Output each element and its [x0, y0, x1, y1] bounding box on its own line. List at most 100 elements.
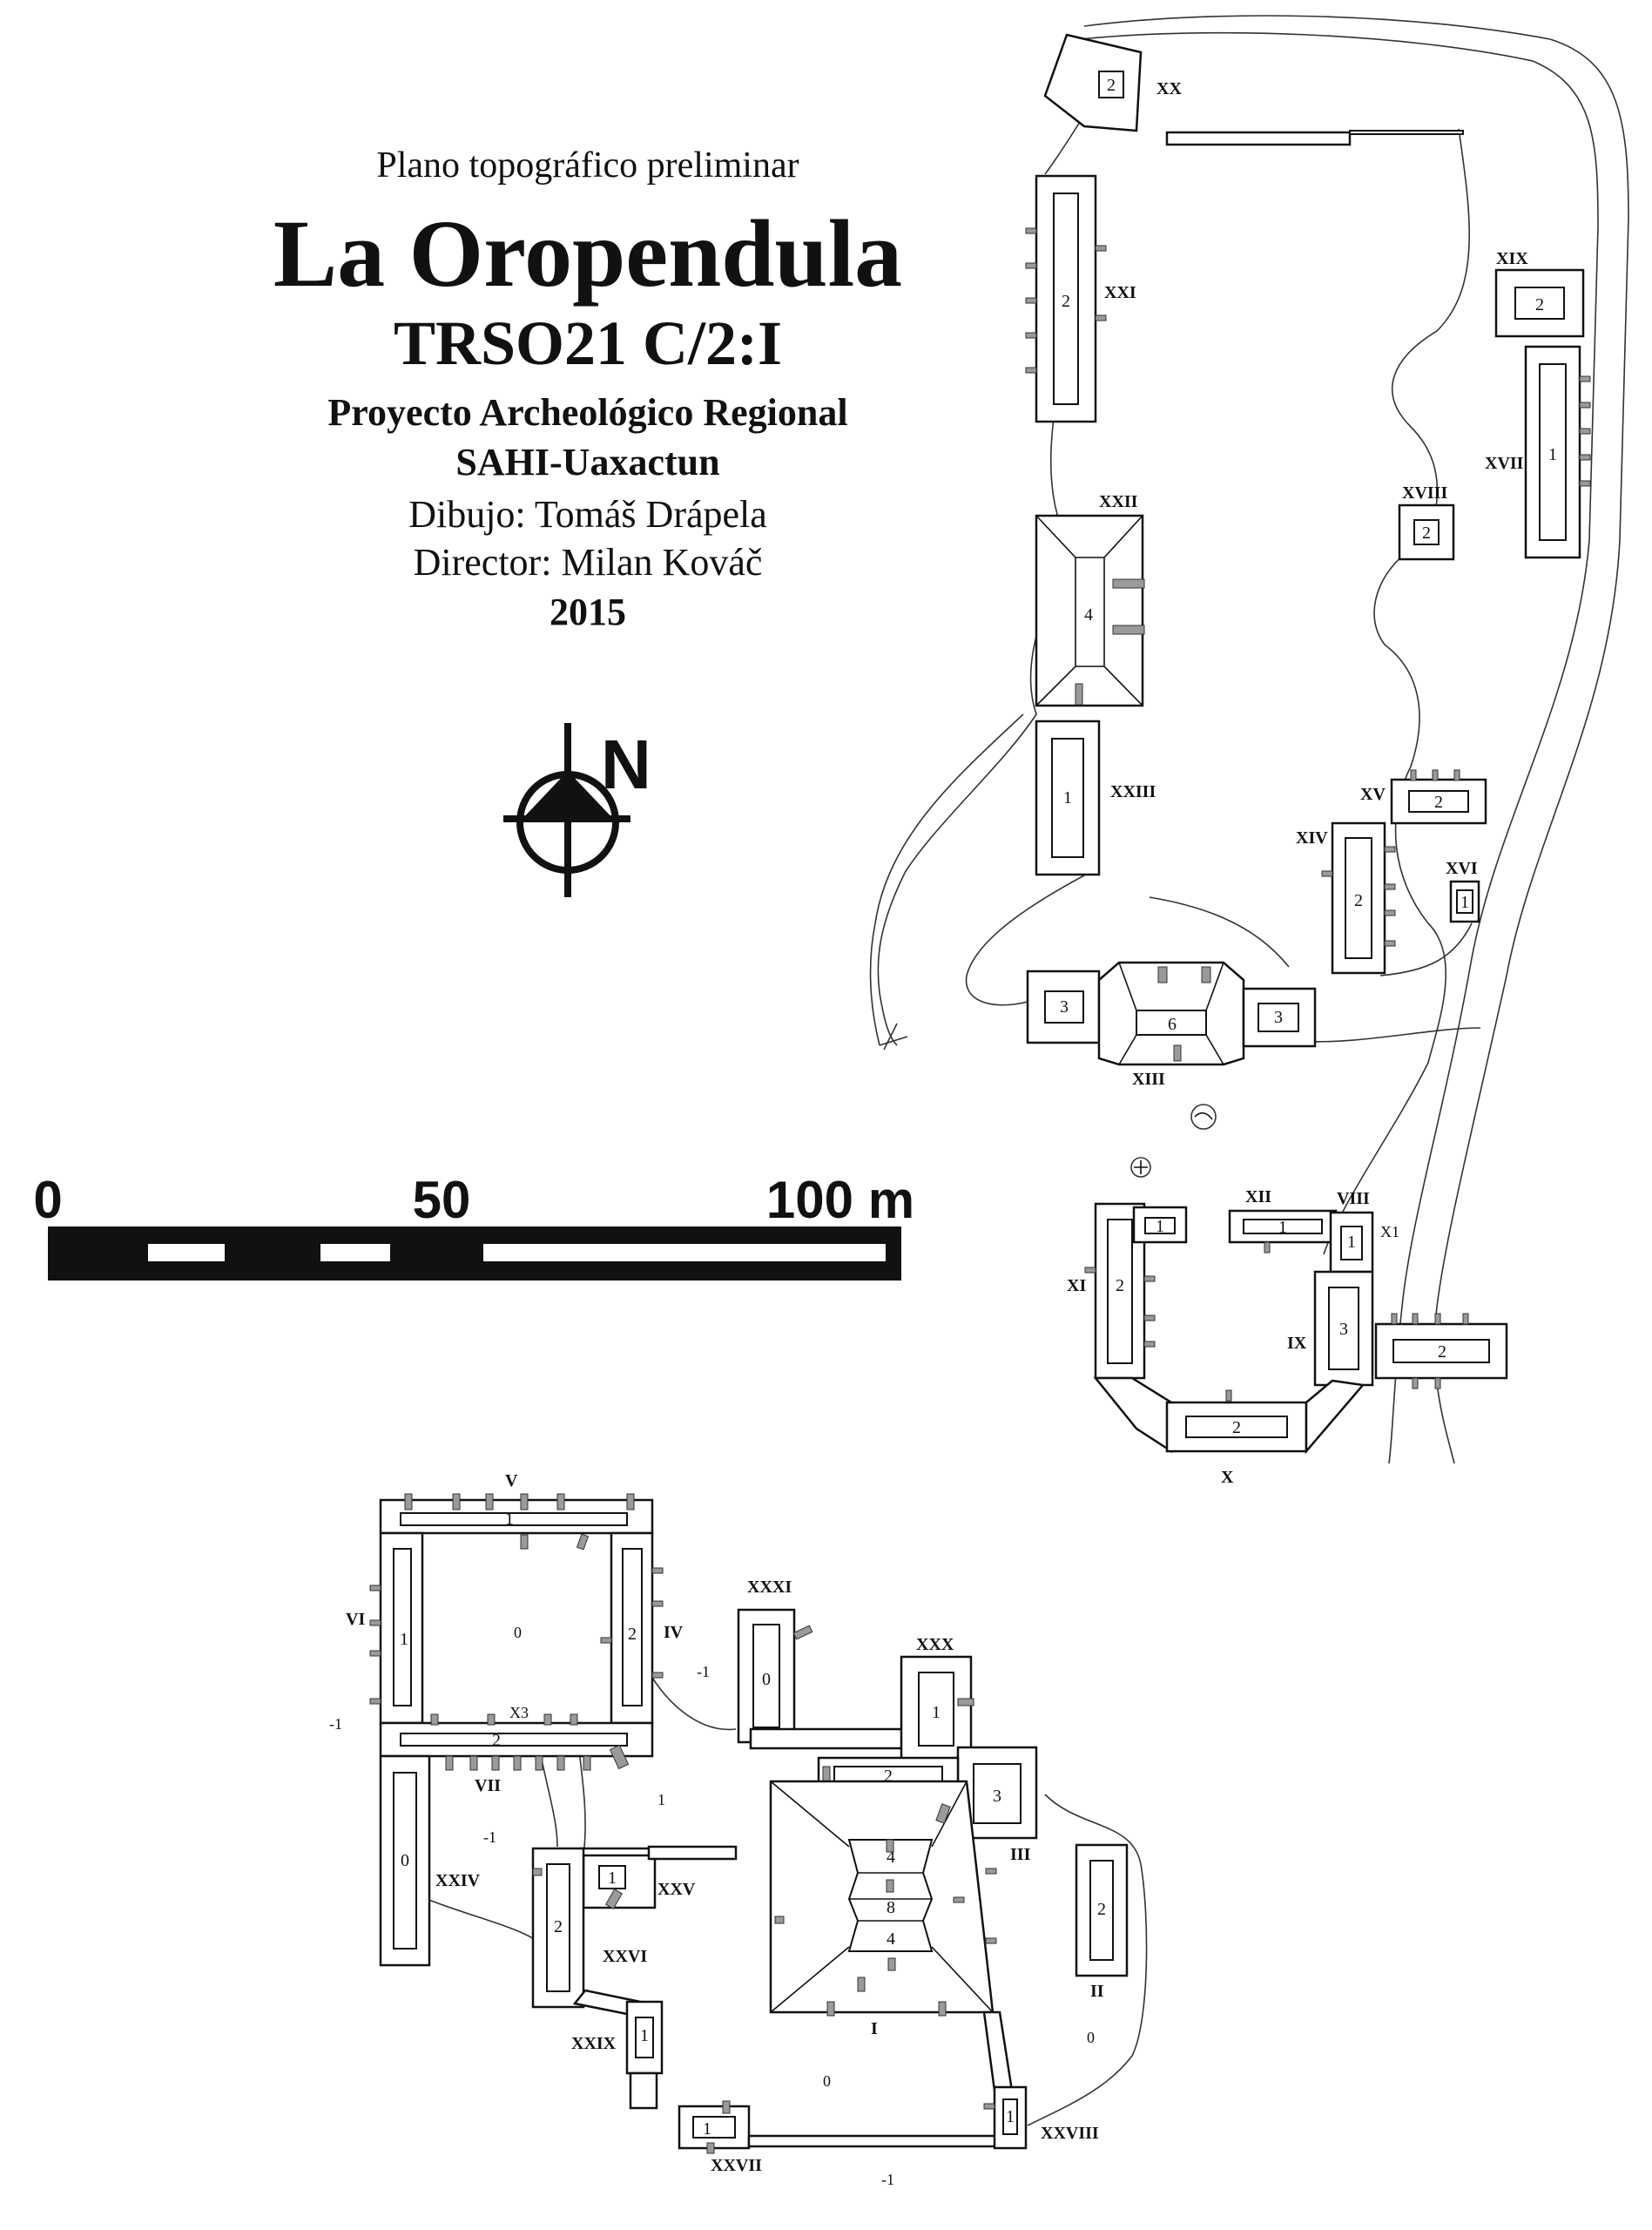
height-xv: 2 — [1434, 793, 1443, 812]
structure-xxii: 4 XXII — [1035, 492, 1145, 707]
structure-vi: 1 VI — [346, 1531, 424, 1725]
structure-ii: 2 II — [1075, 1843, 1129, 2001]
structure-xix: 2 XIX — [1494, 249, 1585, 338]
height-xxix: 1 — [640, 2026, 649, 2045]
structure-xvii: 1 XVII — [1485, 345, 1591, 559]
height-xxv: 1 — [608, 1868, 617, 1888]
height-i-upper: 4 — [887, 1848, 895, 1867]
height-xx: 2 — [1107, 76, 1116, 95]
label-xx: XX — [1156, 79, 1182, 98]
director-credit: Director: Milan Kováč — [414, 541, 763, 584]
label-xxii: XXII — [1099, 492, 1138, 511]
label-i: I — [871, 2019, 878, 2038]
site-code: TRSO21 C/2:I — [394, 308, 782, 378]
elevation-left-minus1: -1 — [329, 1715, 342, 1733]
map-subtitle: Plano topográfico preliminar — [376, 145, 799, 186]
structure-xvi: 1 XVI — [1446, 859, 1480, 923]
structure-iv: 2 IV — [600, 1531, 684, 1725]
height-ii: 2 — [1097, 1900, 1106, 1919]
elevation-plaza-i: 0 — [823, 2072, 831, 2090]
elevation-bottom-minus1: -1 — [881, 2171, 894, 2188]
structure-ix: 3 IX — [1287, 1270, 1374, 1387]
elevation-courtyard: 0 — [514, 1624, 522, 1641]
site-name-heading: La Oropendula — [273, 200, 902, 307]
project-line-1: Proyecto Archeológico Regional — [327, 391, 847, 434]
structure-xxix: 1 XXIX — [571, 2000, 664, 2110]
height-xiii-east: 3 — [1274, 1008, 1283, 1027]
structure-east-mound: 2 — [1374, 1313, 1508, 1389]
label-xi: XI — [1067, 1276, 1086, 1295]
label-xxx: XXX — [916, 1635, 954, 1654]
north-label: N — [601, 726, 651, 803]
label-ix: IX — [1287, 1334, 1307, 1353]
structure-xiii: 3 6 3 XIII — [1026, 961, 1317, 1089]
label-xxxi: XXXI — [747, 1578, 792, 1597]
height-xxvi: 2 — [554, 1917, 563, 1936]
rock-icon — [1190, 1104, 1217, 1130]
height-xiii-center: 6 — [1168, 1015, 1177, 1034]
height-i-lower: 4 — [887, 1929, 895, 1949]
structure-xi-north: 1 — [1132, 1206, 1188, 1244]
height-xxvii: 1 — [703, 2119, 711, 2139]
structure-xxiv: 0 XXIV — [379, 1754, 481, 1967]
label-xxv: XXV — [657, 1880, 696, 1899]
label-iv: IV — [664, 1623, 684, 1642]
height-xxx: 1 — [932, 1703, 941, 1722]
structure-v: 1 V — [379, 1471, 654, 1551]
wall-north-2 — [1349, 130, 1464, 135]
height-ix: 3 — [1339, 1320, 1348, 1339]
label-xxix: XXIX — [571, 2034, 617, 2053]
structure-xxvi: 2 XXVI — [531, 1847, 651, 2018]
label-xxviii: XXVIII — [1041, 2124, 1099, 2143]
label-xv: XV — [1360, 785, 1386, 804]
label-xix: XIX — [1496, 249, 1528, 268]
label-xvi: XVI — [1446, 859, 1478, 878]
height-xiv: 2 — [1354, 891, 1363, 910]
height-xi: 2 — [1116, 1276, 1124, 1295]
structure-xx: 2 XX — [1043, 33, 1182, 132]
year: 2015 — [550, 591, 626, 633]
structure-xii: 1 XII — [1228, 1187, 1338, 1254]
elevation-ii-zero: 0 — [1087, 2029, 1095, 2046]
scale-bar: 0 50 100 m — [33, 1171, 914, 1281]
label-xiv: XIV — [1296, 828, 1328, 848]
height-xxii: 4 — [1084, 605, 1093, 625]
height-vi: 1 — [400, 1630, 408, 1649]
label-x3: X3 — [509, 1704, 529, 1721]
structure-xxviii: 1 XXVIII — [982, 2010, 1099, 2150]
height-xii: 1 — [1278, 1218, 1287, 1237]
height-xxiii: 1 — [1063, 788, 1072, 808]
structure-xxvii: 1 XXVII — [678, 2100, 762, 2175]
label-xxvi: XXVI — [603, 1947, 647, 1966]
height-xxx-3: 3 — [993, 1787, 1001, 1806]
elevation-plaza-1: 1 — [657, 1791, 665, 1808]
wall-xxv — [647, 1845, 738, 1861]
height-i-center: 8 — [887, 1898, 895, 1917]
height-xvii: 1 — [1548, 445, 1557, 464]
project-line-2: SAHI-Uaxactun — [455, 441, 719, 483]
label-ii: II — [1090, 1982, 1104, 2001]
height-xvi: 1 — [1460, 893, 1469, 912]
elevation-xxiv-minus1: -1 — [483, 1828, 496, 1846]
label-xvii: XVII — [1485, 454, 1524, 473]
label-xiii: XIII — [1132, 1070, 1165, 1089]
title-block: Plano topográfico preliminar La Oropendu… — [273, 145, 902, 633]
structure-i: 2 4 8 4 I — [769, 1756, 997, 2038]
tree-icon — [1130, 1157, 1151, 1178]
label-xxiii: XXIII — [1110, 782, 1156, 801]
label-xii: XII — [1245, 1187, 1271, 1206]
structure-xxiii: 1 XXIII — [1035, 720, 1156, 876]
height-i-north: 2 — [884, 1767, 893, 1786]
label-v: V — [505, 1471, 518, 1490]
height-xxxi: 0 — [762, 1670, 771, 1689]
height-xxi: 2 — [1062, 292, 1070, 311]
height-xviii: 2 — [1422, 524, 1431, 543]
height-east-mound: 2 — [1438, 1342, 1446, 1362]
height-iv: 2 — [628, 1625, 637, 1644]
height-v: 1 — [505, 1510, 514, 1529]
structure-xxi: 2 XXI — [1025, 174, 1136, 423]
platform-link — [749, 1727, 927, 1750]
height-xiii-west: 3 — [1060, 997, 1069, 1017]
contour-lines — [426, 15, 1629, 2126]
